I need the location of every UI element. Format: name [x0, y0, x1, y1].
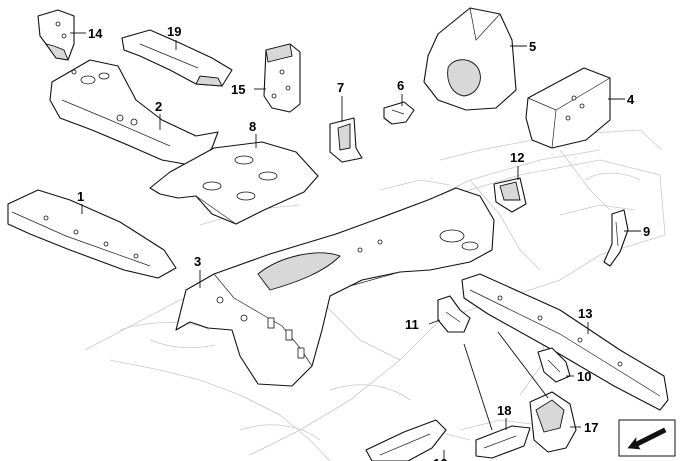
part-15 — [263, 43, 301, 113]
part-1 — [7, 189, 177, 279]
part-8 — [149, 141, 319, 225]
part-16 — [365, 419, 447, 461]
callout-14: 14 — [88, 26, 103, 41]
part-12 — [493, 177, 527, 213]
part-13 — [461, 273, 669, 411]
callout-13: 13 — [578, 306, 592, 321]
part-3 — [175, 187, 495, 387]
part-5 — [423, 7, 517, 111]
callout-6: 6 — [397, 78, 404, 93]
part-7 — [329, 117, 363, 163]
part-11 — [437, 295, 471, 333]
part-6 — [383, 101, 415, 125]
leader-lines — [70, 32, 641, 461]
callout-2: 2 — [155, 99, 162, 114]
callout-16: 16 — [433, 456, 447, 461]
callout-17: 17 — [584, 420, 598, 435]
part-9 — [603, 209, 629, 267]
callout-10: 10 — [577, 369, 591, 384]
callout-11: 11 — [405, 317, 419, 332]
arrow-icon — [627, 427, 667, 450]
callout-4: 4 — [627, 92, 635, 107]
callout-18: 18 — [497, 403, 511, 418]
part-4 — [525, 67, 611, 149]
callout-labels: 14 19 2 8 15 7 6 5 4 12 1 9 3 11 13 10 1… — [77, 24, 650, 461]
callout-12: 12 — [510, 150, 524, 165]
callout-3: 3 — [194, 254, 201, 269]
callout-5: 5 — [529, 39, 536, 54]
part-17 — [529, 391, 577, 453]
callout-15: 15 — [231, 82, 245, 97]
nav-arrow-box[interactable] — [618, 419, 676, 457]
callout-8: 8 — [249, 119, 256, 134]
callout-7: 7 — [337, 80, 344, 95]
part-2 — [49, 59, 219, 167]
callout-19: 19 — [167, 24, 181, 39]
part-18 — [475, 425, 531, 459]
part-19 — [121, 29, 233, 87]
callout-1: 1 — [77, 189, 84, 204]
callout-9: 9 — [643, 224, 650, 239]
part-14 — [37, 9, 75, 61]
